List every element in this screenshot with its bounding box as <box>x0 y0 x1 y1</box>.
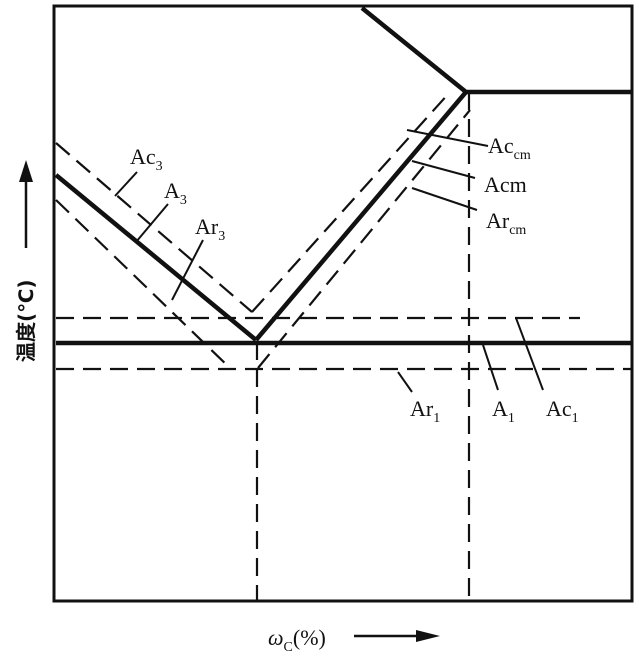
leader-a3 <box>135 203 169 243</box>
leader-arcm <box>411 187 478 211</box>
label-a1: A1 <box>492 396 515 426</box>
leader-ac3 <box>114 171 138 197</box>
leader-ar3 <box>171 239 204 301</box>
accm-line <box>251 91 451 313</box>
label-ac3: Ac3 <box>130 144 163 174</box>
a3-line <box>54 173 258 342</box>
leader-acm <box>411 160 476 179</box>
label-acm: Acm <box>484 172 527 197</box>
acm-line <box>254 90 468 342</box>
leader-ar1 <box>397 371 413 393</box>
leader-accm <box>406 129 489 147</box>
ac3-line <box>55 142 253 313</box>
top-boundary-line <box>360 6 632 95</box>
label-ac1: Ac1 <box>546 396 579 426</box>
label-accm: Accm <box>488 133 531 163</box>
equilibrium-lines <box>54 6 632 346</box>
label-ar3: Ar3 <box>195 214 225 244</box>
plot-frame <box>52 4 634 603</box>
x-axis-arrow <box>354 630 440 642</box>
leader-ac1 <box>515 317 544 391</box>
leader-lines <box>114 129 544 393</box>
y-axis-arrow <box>19 160 33 248</box>
arcm-line <box>257 109 471 369</box>
y-axis-label: 温度(℃) <box>14 280 38 363</box>
arrow-up-icon <box>19 160 33 182</box>
arrow-right-icon <box>416 630 440 642</box>
label-ar1: Ar1 <box>410 396 440 426</box>
x-axis-label: ωC(%) <box>268 625 326 655</box>
label-a3: A3 <box>164 178 187 208</box>
label-arcm: Arcm <box>486 208 526 238</box>
ar3-line <box>55 199 231 369</box>
leader-a1 <box>482 344 499 391</box>
